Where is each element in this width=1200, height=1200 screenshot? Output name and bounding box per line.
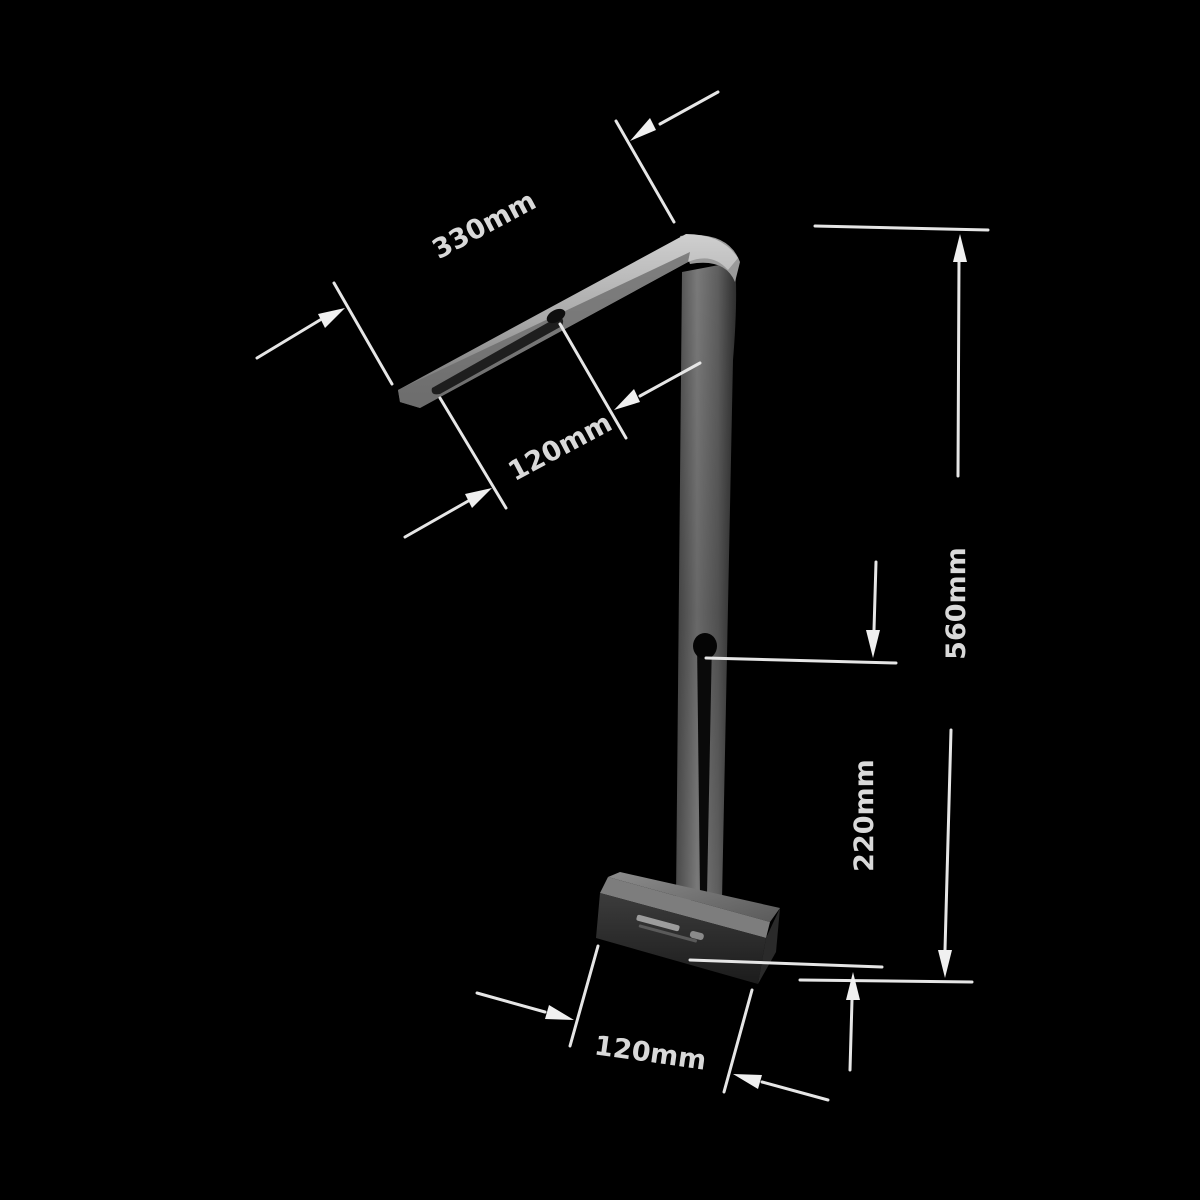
base-logo-mark [636,914,680,932]
arrow-head [846,972,860,1000]
arrow-head [733,1074,762,1089]
top-arm-slot [431,317,564,395]
dimension-base-width [475,944,830,1102]
label-total-height: 560mm [940,547,972,660]
top-arm-slot-end [546,308,566,324]
arrow-head [614,389,640,410]
stand-base-block [596,872,780,984]
label-lower-slot-height: 220mm [848,759,880,872]
stand-product [398,234,780,984]
base-logo-mark-small [689,930,704,941]
arrow-head [866,630,880,658]
base-logo-subtext [638,924,698,943]
dimension-top-arm-slot [403,322,702,539]
dimension-top-arm-length [255,90,720,386]
arrow-head [465,488,492,508]
pole-lower-slot-hole [693,633,717,659]
pole-lower-slot [697,636,712,895]
base-top-face [608,872,780,922]
dimension-total-height [798,224,990,984]
arrow-head [953,234,967,262]
base-top-face-2 [600,877,770,938]
dimension-lower-slot-height [688,560,898,1072]
arrow-head [938,950,952,978]
arrow-head [318,308,345,328]
arrow-head [630,118,656,141]
arrow-head [545,1005,574,1020]
stand-pole-shade [676,262,737,900]
base-end-face [758,908,780,984]
